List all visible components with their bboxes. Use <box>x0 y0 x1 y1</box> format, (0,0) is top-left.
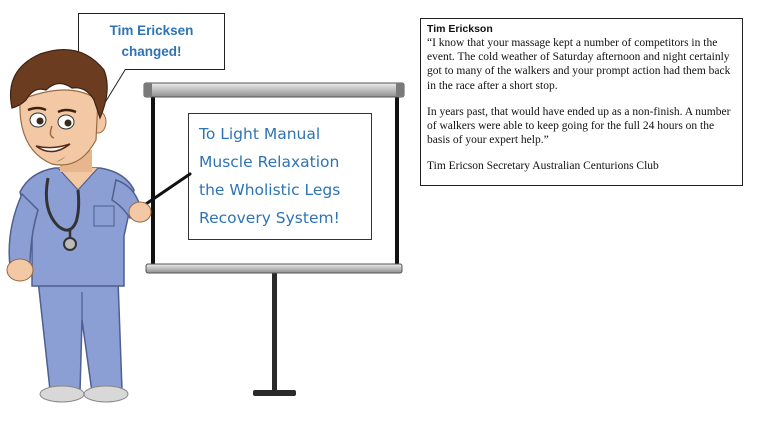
speech-bubble-line-1: Tim Ericksen <box>109 23 194 38</box>
screen-text-box: To Light Manual Muscle Relaxation the Wh… <box>188 113 372 240</box>
therapist-body <box>6 167 152 403</box>
cartoon-therapist-illustration <box>6 48 192 403</box>
screen-line-3: the Wholistic Legs <box>199 181 341 199</box>
screen-line-1: To Light Manual <box>199 125 321 143</box>
pointer-stick <box>138 172 192 210</box>
speech-bubble: Tim Ericksen changed! <box>78 13 225 70</box>
screen-line-2: Muscle Relaxation <box>199 153 340 171</box>
speech-bubble-line-2: changed! <box>121 44 182 59</box>
testimonial-signature: Tim Ericson Secretary Australian Centuri… <box>427 160 659 173</box>
testimonial-paragraph-2: In years past, that would have ended up … <box>427 105 731 147</box>
testimonial-paragraph-1: “I know that your massage kept a number … <box>427 37 731 92</box>
testimonial-name: Tim Erickson <box>427 23 493 35</box>
speech-bubble-text: Tim Ericksen changed! <box>79 20 224 62</box>
testimonial-box: Tim Erickson “I know that your massage k… <box>420 18 743 186</box>
screen-line-4: Recovery System! <box>199 209 340 227</box>
therapist-head <box>10 48 108 172</box>
